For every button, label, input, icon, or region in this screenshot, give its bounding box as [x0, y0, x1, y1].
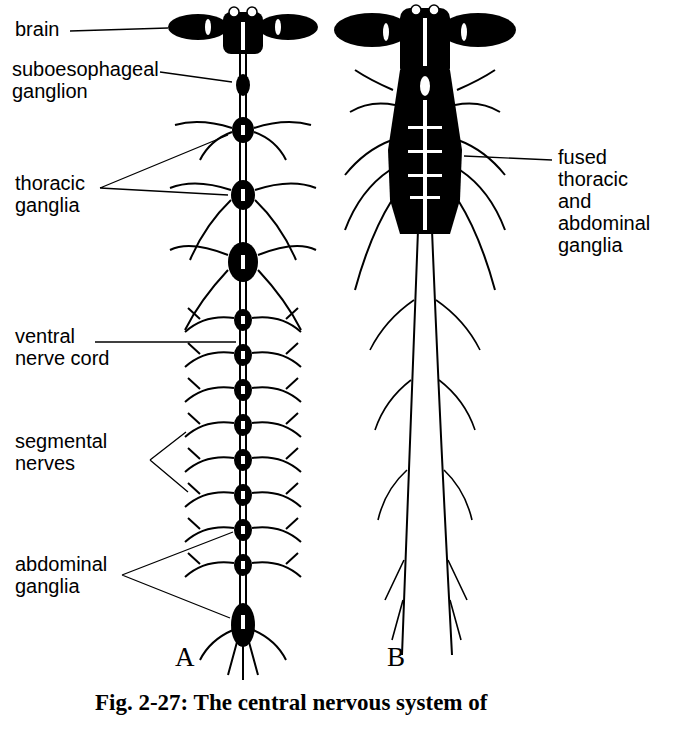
part-label: abdominal ganglia: [15, 553, 125, 597]
diagram-a: [168, 7, 318, 680]
part-label: fused thoracic and abdominal ganglia: [558, 146, 663, 256]
part-label: ventral nerve cord: [15, 325, 125, 369]
leader-lines: [70, 28, 552, 618]
figure-letter: A: [175, 643, 195, 673]
part-label: segmental nerves: [15, 430, 125, 474]
part-label: brain: [15, 18, 59, 40]
figure-letter: B: [387, 643, 405, 673]
figure-caption: Fig. 2-27: The central nervous system of: [95, 690, 487, 716]
part-label: suboesophageal ganglion: [12, 58, 172, 102]
diagram-b: [334, 5, 516, 655]
part-label: thoracic ganglia: [15, 172, 105, 216]
